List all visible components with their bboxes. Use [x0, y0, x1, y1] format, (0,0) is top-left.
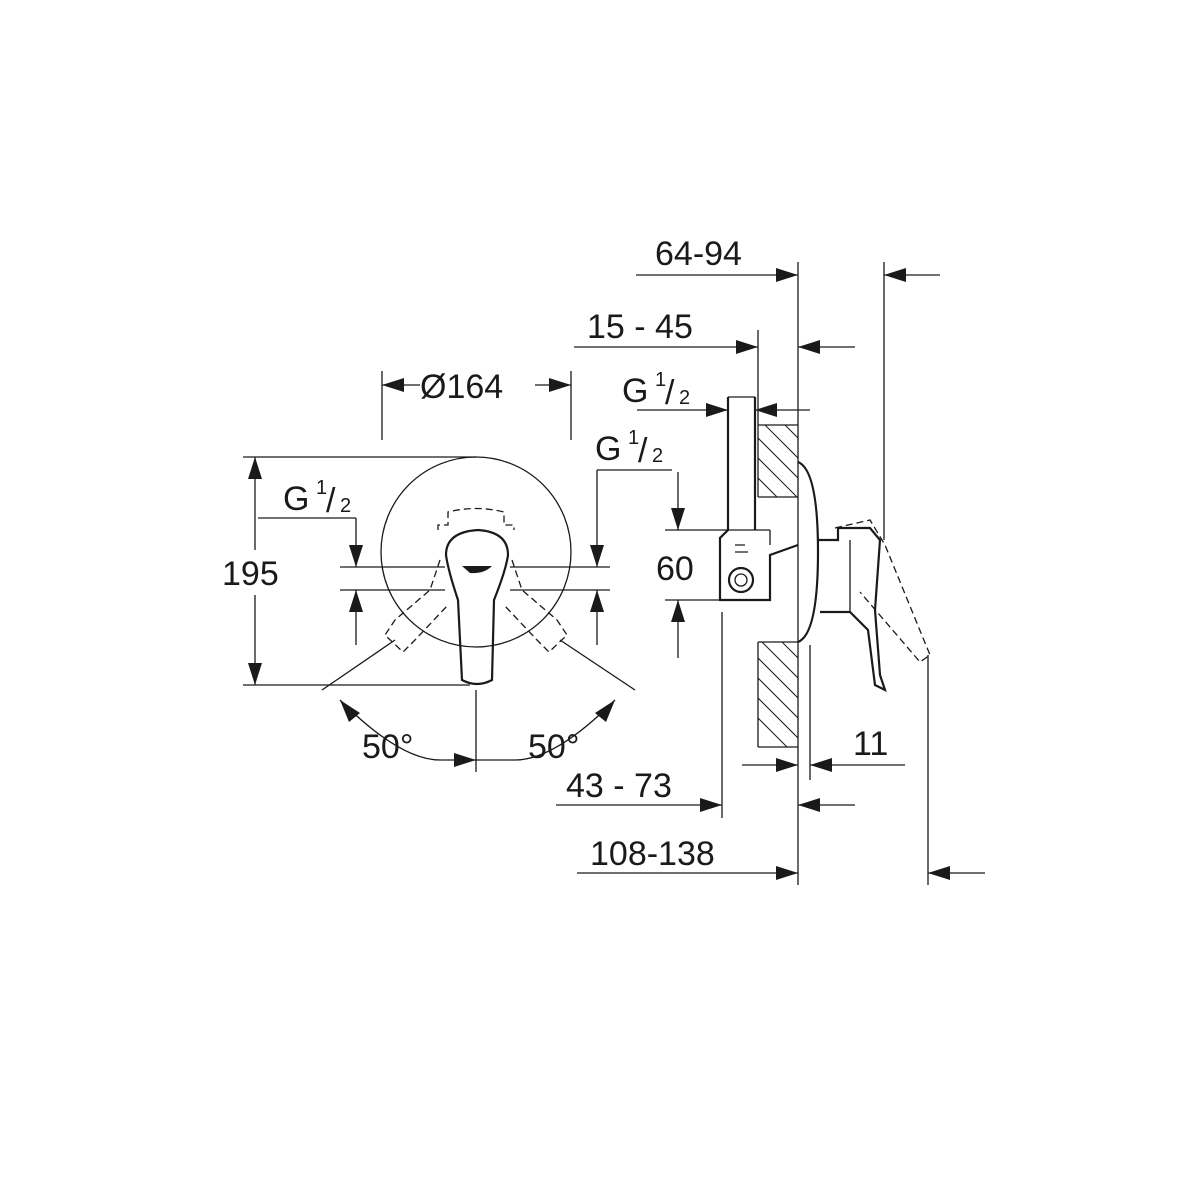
g-top-den: 2 — [679, 387, 690, 409]
angle-right-label: 50° — [528, 728, 579, 766]
g-left-den: 2 — [340, 495, 351, 517]
diameter-label: Ø164 — [420, 368, 503, 406]
height-195-label: 195 — [222, 555, 279, 593]
handle-side-profile — [818, 526, 887, 693]
cartridge-body — [718, 397, 799, 602]
g-left-slash: / — [326, 482, 336, 520]
g-top-label: G — [622, 372, 648, 410]
cartridge-outline-dashed — [437, 507, 515, 530]
g-center-label: G — [595, 430, 621, 468]
g-center-slash: / — [638, 432, 648, 470]
dim-11-label: 11 — [853, 725, 888, 763]
g-left-label: G — [283, 480, 309, 518]
dim-43-73-label: 43 - 73 — [566, 767, 672, 805]
angle-left-label: 50° — [362, 728, 413, 766]
handle-raised-dashed — [834, 519, 931, 663]
handle-right-position-dashed — [503, 559, 568, 653]
outlet-port — [727, 566, 755, 594]
g-center-den: 2 — [652, 445, 663, 467]
handle-left-position-dashed — [384, 559, 449, 653]
wall-hatch-bottom — [758, 642, 798, 747]
g-top-slash: / — [665, 374, 675, 412]
plate-profile — [797, 460, 820, 644]
lever-handle — [444, 528, 510, 686]
handle-indicator — [462, 566, 492, 574]
front-view: Ø164 195 G 1 / 2 G 1 / 2 — [222, 368, 672, 772]
side-view: 64-94 15 - 45 G 1 / 2 60 11 — [556, 235, 985, 885]
dim-64-94-label: 64-94 — [655, 235, 742, 273]
escutcheon-plate — [380, 456, 572, 648]
dim-15-45-label: 15 - 45 — [587, 308, 693, 346]
dim-108-138-label: 108-138 — [590, 835, 715, 873]
wall-hatch-top — [758, 425, 798, 497]
dim-60-label: 60 — [656, 550, 694, 588]
g-left-num: 1 — [316, 477, 327, 499]
g-top-num: 1 — [655, 369, 666, 391]
g-center-num: 1 — [628, 427, 639, 449]
